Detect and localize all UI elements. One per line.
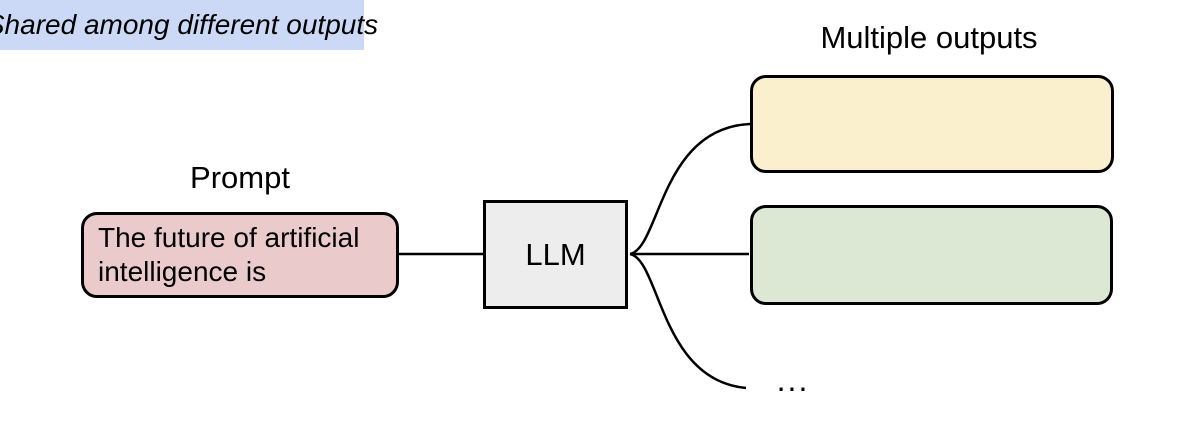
prompt-box-text-line-1: The future of artificial [98,222,360,253]
output-box-1 [750,75,1114,173]
connector-llm-to-output-1 [629,122,751,256]
output-box-2 [750,205,1113,305]
prompt-box-text-line-2: intelligence is [98,256,267,287]
multiple-outputs-label: Multiple outputs [820,20,1038,55]
llm-box: LLM [483,200,628,309]
prompt-label: Prompt [190,160,290,195]
connector-llm-to-ellipsis [629,252,747,390]
shared-prompt-note: Shared among different outputs [0,0,378,50]
prompt-box: The future of artificial intelligence is [81,212,399,298]
more-outputs-ellipsis: ... [776,362,810,398]
prompt-box-text: The future of artificial intelligence is [98,221,359,289]
